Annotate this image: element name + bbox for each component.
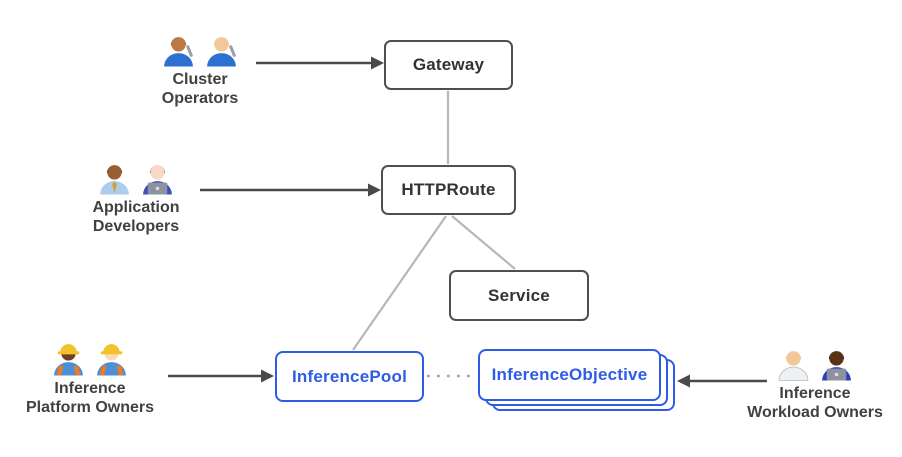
- woman-technologist-icon: [143, 165, 172, 195]
- actor-icons: [51, 156, 221, 196]
- arrowhead-icon: [261, 369, 274, 383]
- woman-mechanic-icon: [207, 37, 236, 67]
- node-label: InferenceObjective: [491, 365, 648, 384]
- man-construction-worker-icon: [97, 344, 126, 376]
- man-mechanic-icon: [164, 37, 193, 67]
- node-service: Service: [449, 270, 589, 321]
- connector-httproute-inference-pool: [352, 215, 447, 351]
- actor-label-line: Inference: [54, 380, 126, 397]
- node-inference-pool: InferencePool: [275, 351, 424, 402]
- node-label: Service: [488, 285, 550, 305]
- actor-icons: [115, 28, 285, 68]
- connector-httproute-service: [451, 215, 516, 270]
- arrowhead-icon: [371, 56, 384, 70]
- actor-icons: [730, 342, 900, 382]
- node-gateway: Gateway: [384, 40, 513, 90]
- actor-label-line: Operators: [161, 90, 239, 107]
- arrow-inference-platform-owners-inference-pool: [168, 369, 274, 383]
- arrow-inference-workload-owners-inference-objective: [677, 374, 767, 388]
- node-httproute: HTTPRoute: [381, 165, 516, 215]
- actor-label-line: Workload Owners: [747, 404, 883, 421]
- node-label: HTTPRoute: [401, 180, 496, 199]
- actor-label-line: Cluster: [172, 71, 228, 88]
- arrowhead-icon: [368, 183, 381, 197]
- actor-label-line: Inference: [779, 385, 851, 402]
- man-technologist-icon: [822, 351, 851, 381]
- actor-icons: [5, 337, 175, 377]
- man-office-worker-icon: [100, 165, 129, 195]
- woman-construction-worker-icon: [54, 344, 83, 376]
- arrow-application-developers-httproute: [200, 183, 381, 197]
- arrow-cluster-operators-gateway: [256, 56, 384, 70]
- health-worker-icon: [778, 351, 809, 381]
- actor-label-line: Developers: [92, 218, 180, 235]
- node-label: Gateway: [412, 55, 485, 74]
- node-label: InferencePool: [291, 366, 408, 386]
- actor-label-line: Platform Owners: [25, 399, 155, 416]
- arrowhead-icon: [677, 374, 690, 388]
- actor-label-line: Application: [92, 199, 180, 216]
- node-inference-objective: InferenceObjective: [478, 349, 661, 401]
